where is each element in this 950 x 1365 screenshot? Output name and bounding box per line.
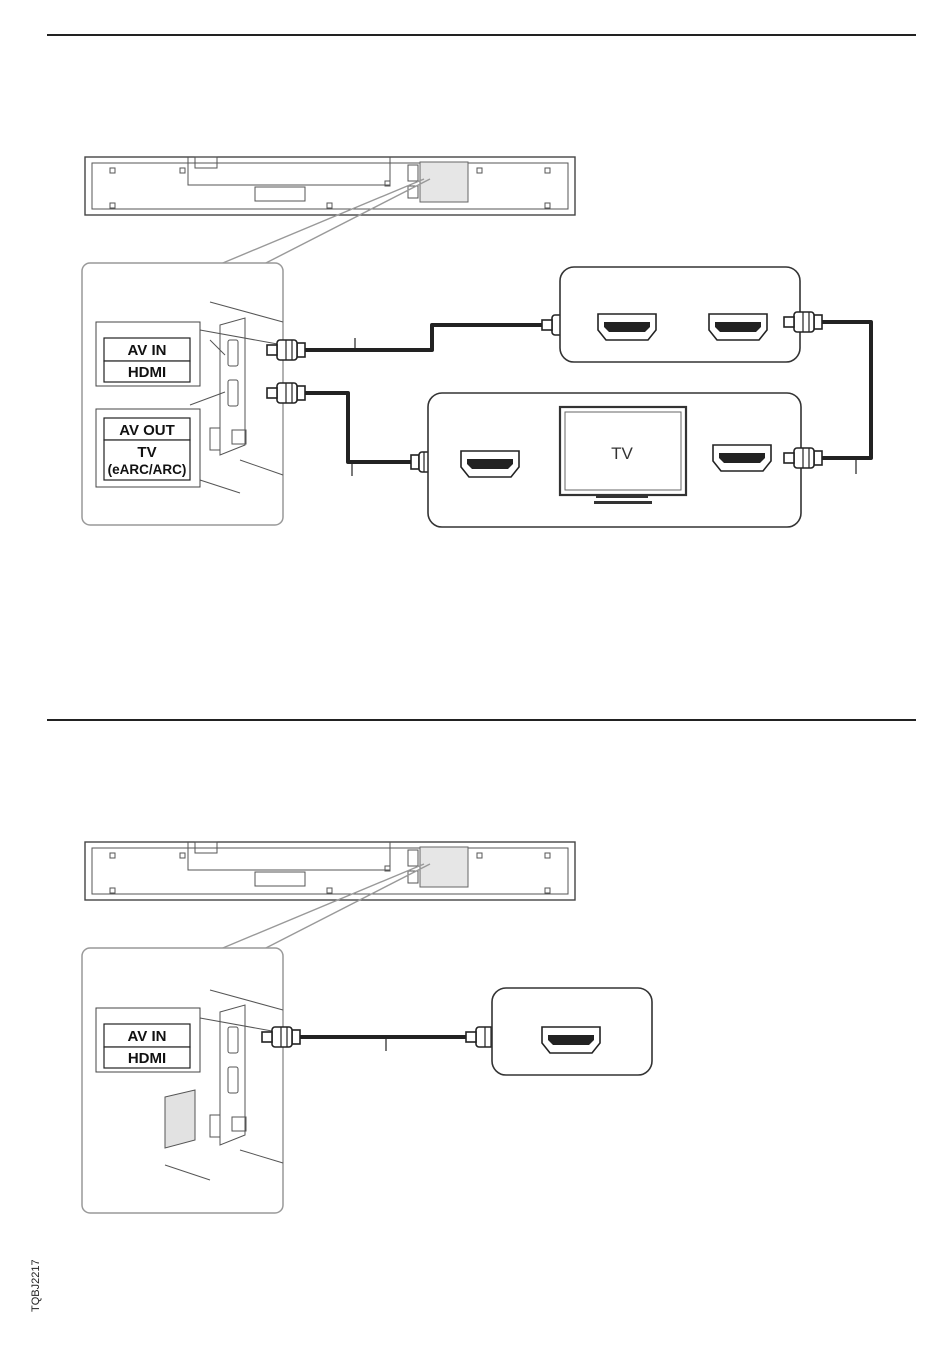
hdmi-port [713,445,771,471]
tv-device: TV [428,393,801,527]
document-code: TQBJ2217 [30,1259,42,1312]
av-in-hdmi-label-box-2: AV IN HDMI [96,1008,200,1072]
av-in-label: AV IN [128,1028,167,1045]
hdmi-cable-av-in [305,325,542,350]
av-in-hdmi-label-box: AV IN HDMI [96,322,200,386]
source-device [560,267,800,362]
hdmi-port [461,451,519,477]
av-out-label: AV OUT [119,422,175,439]
soundbar-1 [85,157,575,215]
av-in-label: AV IN [128,342,167,359]
soundbar-2 [85,842,575,900]
tv-screen-label: TV [611,444,633,463]
detail-panel-2 [82,948,283,1213]
hdmi-port [709,314,767,340]
av-out-tv-label-box: AV OUT TV (eARC/ARC) [96,409,200,487]
tv-label: TV [137,444,156,461]
hdmi-port [598,314,656,340]
hdmi-cable-av-out [305,393,411,462]
hdmi-cable-source-tv [822,322,871,458]
source-device-2 [492,988,652,1075]
hdmi-label: HDMI [128,1050,166,1067]
hdmi-label: HDMI [128,364,166,381]
hdmi-port [542,1027,600,1053]
earc-arc-label: (eARC/ARC) [108,462,187,477]
